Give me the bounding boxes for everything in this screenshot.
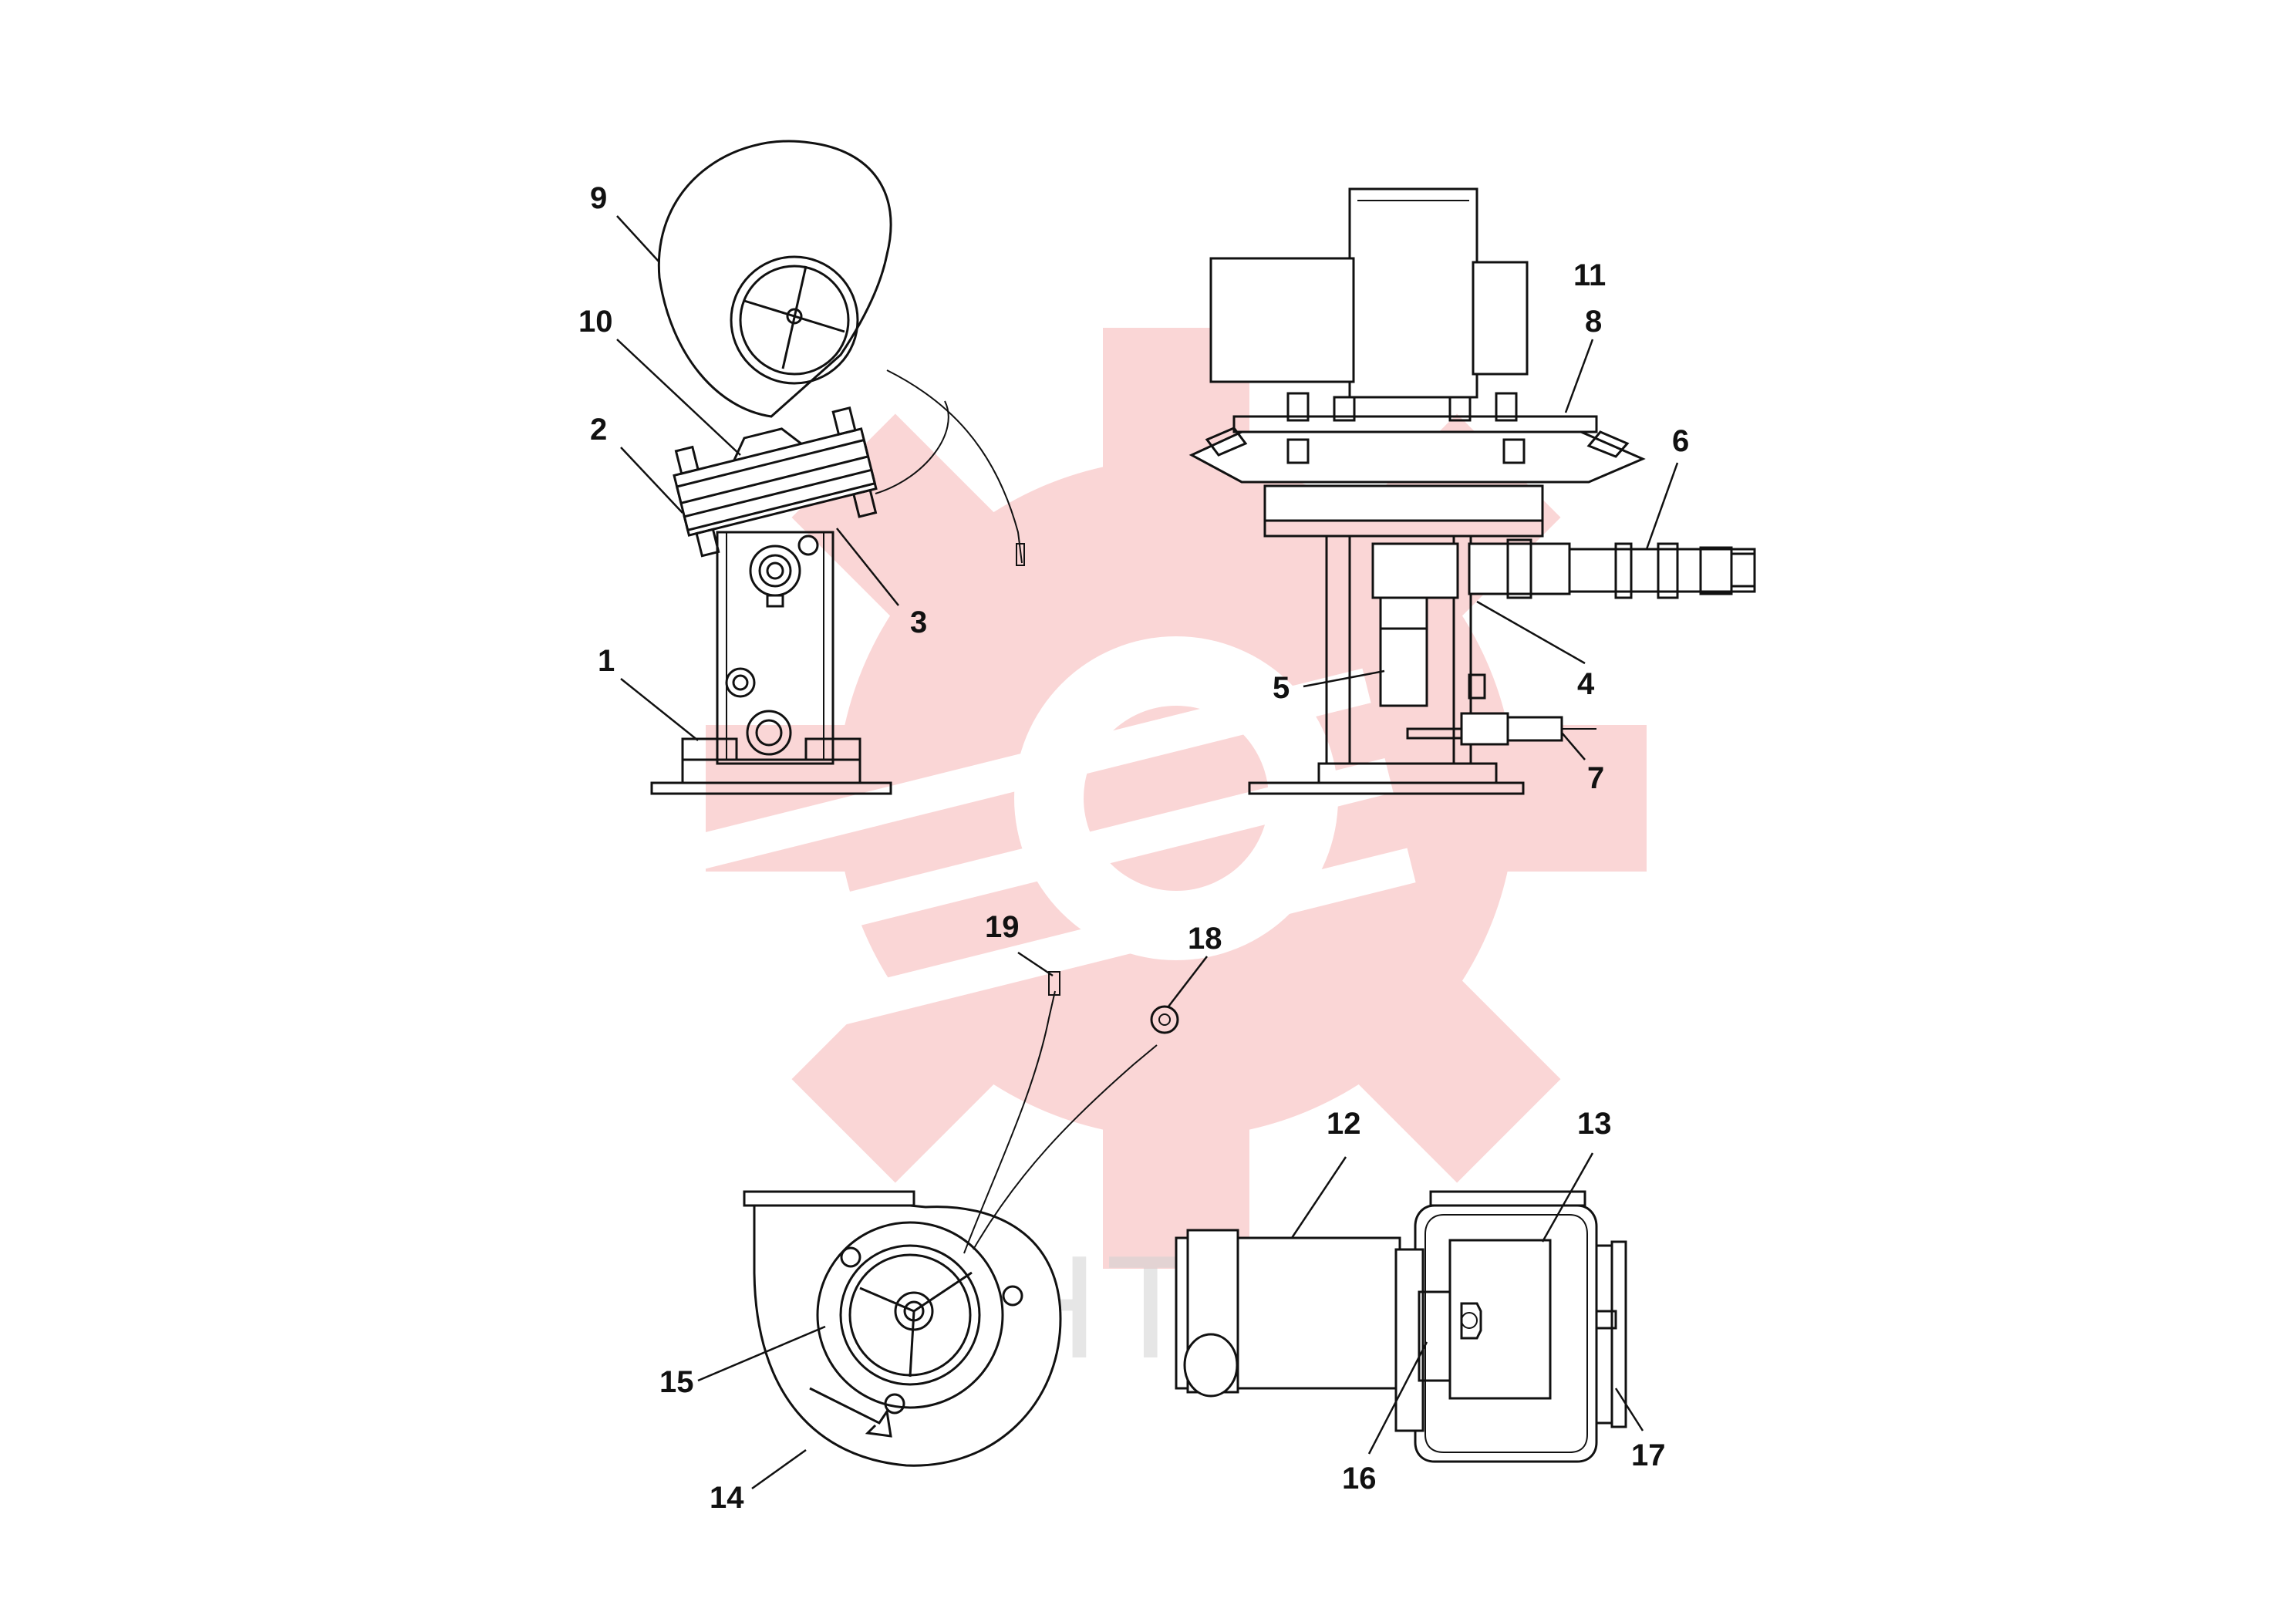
callout-5: 5 — [1273, 671, 1290, 705]
leader-lines — [616, 215, 1679, 1490]
fan-front-view — [743, 971, 1179, 1467]
callout-7: 7 — [1587, 761, 1604, 795]
callout-4: 4 — [1577, 667, 1595, 701]
watermark-gear-logo — [689, 328, 1647, 1269]
callout-16: 16 — [1342, 1462, 1377, 1496]
side-view — [1188, 187, 1756, 795]
callout-18: 18 — [1188, 922, 1222, 956]
callout-17: 17 — [1631, 1438, 1666, 1472]
front-view — [650, 140, 1025, 795]
callout-19: 19 — [985, 910, 1020, 944]
callout-14: 14 — [710, 1481, 744, 1515]
callout-9: 9 — [590, 181, 607, 215]
callout-11: 11 — [1573, 258, 1606, 292]
callout-15: 15 — [659, 1365, 694, 1399]
callout-6: 6 — [1672, 424, 1689, 458]
callout-1: 1 — [598, 644, 615, 678]
callout-8: 8 — [1585, 305, 1602, 339]
callout-3: 3 — [910, 605, 927, 639]
fan-section-view — [1175, 1190, 1627, 1463]
callout-labels: 1 2 3 4 5 6 7 8 9 10 11 12 13 14 15 16 1… — [578, 181, 1689, 1515]
callout-10: 10 — [578, 305, 613, 339]
callout-12: 12 — [1327, 1107, 1361, 1141]
plate-bolts — [1205, 392, 1630, 464]
callout-2: 2 — [590, 413, 607, 447]
callout-13: 13 — [1577, 1107, 1612, 1141]
